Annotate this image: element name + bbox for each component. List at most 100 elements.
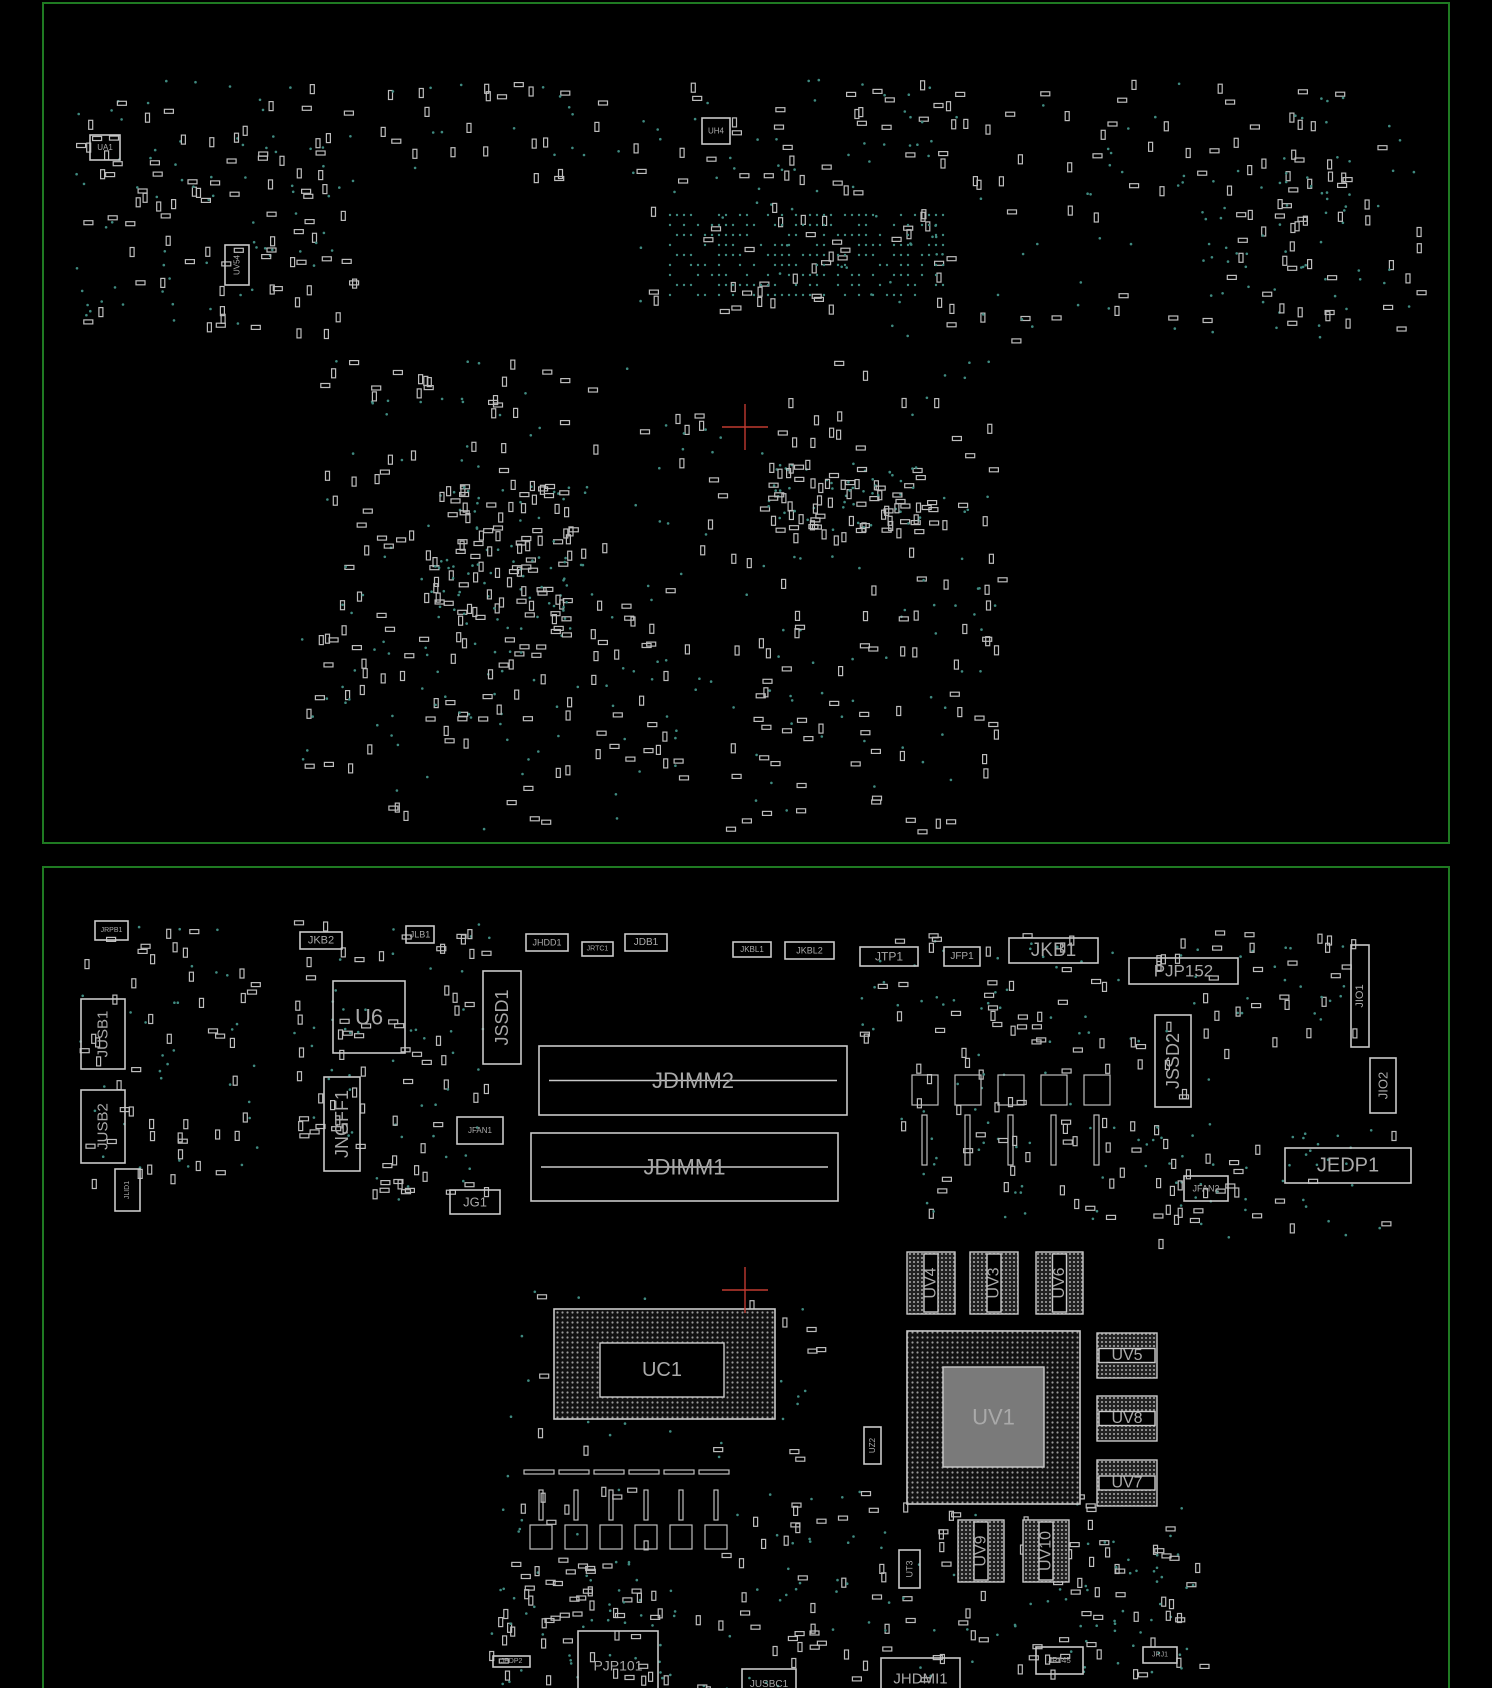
smd-part xyxy=(318,634,324,646)
component-jedp2[interactable]: JEDP2 xyxy=(492,1655,531,1668)
component-jdb1[interactable]: JDB1 xyxy=(624,933,668,952)
component-jrtc1[interactable]: JRTC1 xyxy=(581,941,614,957)
component-jkb1[interactable]: JKB1 xyxy=(1008,937,1099,964)
test-pad xyxy=(159,1076,163,1080)
vram-uv3[interactable]: UV3 xyxy=(969,1251,1019,1315)
component-jfp1[interactable]: JFP1 xyxy=(943,946,981,967)
vram-uv7[interactable]: UV7 xyxy=(1096,1459,1158,1507)
vram-uv4[interactable]: UV4 xyxy=(906,1251,956,1315)
component-jtp1[interactable]: JTP1 xyxy=(859,946,919,967)
test-pad xyxy=(668,263,672,267)
component-jusbc1[interactable]: JUSBC1 xyxy=(741,1668,797,1688)
smd-part xyxy=(811,293,822,299)
vram-uv6[interactable]: UV6 xyxy=(1035,1251,1084,1315)
smd-part xyxy=(958,1620,969,1626)
test-pad xyxy=(565,601,568,604)
smd-part xyxy=(1277,199,1283,210)
component-jfan1[interactable]: JFAN1 xyxy=(456,1116,504,1145)
bga-uc1[interactable]: UC1 xyxy=(553,1308,776,1420)
test-pad xyxy=(1087,1031,1091,1034)
smd-part xyxy=(469,948,475,960)
smd-part xyxy=(177,1132,183,1143)
vram-uv9[interactable]: UV9 xyxy=(957,1519,1005,1583)
test-pad xyxy=(192,185,195,188)
component-jkbl2[interactable]: JKBL2 xyxy=(784,941,835,960)
test-pad xyxy=(831,487,834,490)
smd-part xyxy=(587,387,599,393)
test-pad xyxy=(794,283,798,287)
component-jssd2[interactable]: JSSD2 xyxy=(1154,1014,1192,1108)
component-jngff1[interactable]: JNGFF1 xyxy=(323,1076,361,1172)
test-pad xyxy=(166,1062,169,1066)
smd-part xyxy=(965,1608,971,1619)
test-pad xyxy=(732,706,735,709)
smd-part xyxy=(905,1617,916,1624)
test-pad xyxy=(1058,1588,1062,1591)
component-jusb2[interactable]: JUSB2 xyxy=(80,1089,126,1164)
component-jrpb1[interactable]: JRPB1 xyxy=(94,920,129,941)
test-pad xyxy=(294,212,298,215)
component-label: UV6 xyxy=(1051,1267,1068,1298)
test-pad xyxy=(1046,1600,1050,1603)
smd-part xyxy=(1326,935,1333,946)
component-label: JUSBC1 xyxy=(750,1679,789,1688)
component-label: JDIMM1 xyxy=(644,1155,726,1180)
component-jssd1[interactable]: JSSD1 xyxy=(482,970,522,1065)
dimm-slot-jdimm1[interactable]: JDIMM1 xyxy=(530,1132,839,1202)
test-pad xyxy=(720,1441,723,1445)
ic-uv54[interactable] xyxy=(224,244,250,286)
test-pad xyxy=(869,523,873,527)
component-jlb1[interactable]: JLB1 xyxy=(405,925,435,944)
ic-ua1[interactable] xyxy=(89,134,121,161)
bga-uv1[interactable]: UV1 xyxy=(906,1330,1081,1505)
test-pad xyxy=(864,213,868,217)
test-pad xyxy=(920,999,923,1003)
test-pad xyxy=(606,1618,610,1622)
vram-uv10[interactable]: UV10 xyxy=(1022,1519,1070,1583)
smd-part xyxy=(142,192,148,203)
test-pad xyxy=(724,253,728,257)
test-pad xyxy=(226,974,229,977)
ic-uh4[interactable] xyxy=(701,117,731,145)
smd-part xyxy=(787,1635,799,1642)
smd-part xyxy=(806,1326,817,1333)
component-jrj1[interactable]: JRJ1 xyxy=(1142,1646,1178,1664)
test-pad xyxy=(943,706,947,709)
component-jedp1[interactable]: JEDP1 xyxy=(1284,1147,1412,1184)
component-uz2[interactable]: UZ2 xyxy=(863,1426,882,1465)
smd-part xyxy=(380,1179,391,1186)
smd-part xyxy=(305,975,317,981)
component-jio1[interactable]: JIO1 xyxy=(1350,944,1370,1048)
vram-uv5[interactable]: UV5 xyxy=(1096,1332,1158,1379)
component-jhdmi1[interactable]: JHDMI1 xyxy=(880,1657,961,1688)
component-ut3[interactable]: UT3 xyxy=(898,1549,921,1589)
component-jrj45[interactable]: JRJ45 xyxy=(1035,1646,1084,1675)
smd-part xyxy=(552,1580,564,1587)
component-jkb2[interactable]: JKB2 xyxy=(299,931,343,950)
test-pad xyxy=(899,493,902,496)
dimm-slot-jdimm2[interactable]: JDIMM2 xyxy=(538,1045,848,1116)
component-jio2[interactable]: JIO2 xyxy=(1369,1057,1397,1114)
test-pad xyxy=(794,223,798,227)
component-jfan2[interactable]: JFAN2 xyxy=(1183,1175,1229,1202)
test-pad xyxy=(773,253,777,257)
test-pad xyxy=(787,253,791,257)
component-pjp101[interactable]: PJP101 xyxy=(577,1630,659,1688)
vram-uv8[interactable]: UV8 xyxy=(1096,1395,1158,1442)
test-pad xyxy=(656,660,659,663)
component-jg1[interactable]: JG1 xyxy=(449,1189,501,1215)
component-jusb1[interactable]: JUSB1 xyxy=(80,998,126,1070)
test-pad xyxy=(1223,206,1226,210)
component-pjp152[interactable]: PJP152 xyxy=(1128,957,1239,985)
component-jkbl1[interactable]: JKBL1 xyxy=(732,941,772,958)
component-jlid1[interactable]: JLID1 xyxy=(114,1168,141,1212)
component-u6[interactable]: U6 xyxy=(332,980,406,1054)
smd-part xyxy=(1297,119,1303,130)
smd-part xyxy=(104,172,116,178)
test-pad xyxy=(778,463,782,467)
component-jhdd1[interactable]: JHDD1 xyxy=(525,933,569,952)
